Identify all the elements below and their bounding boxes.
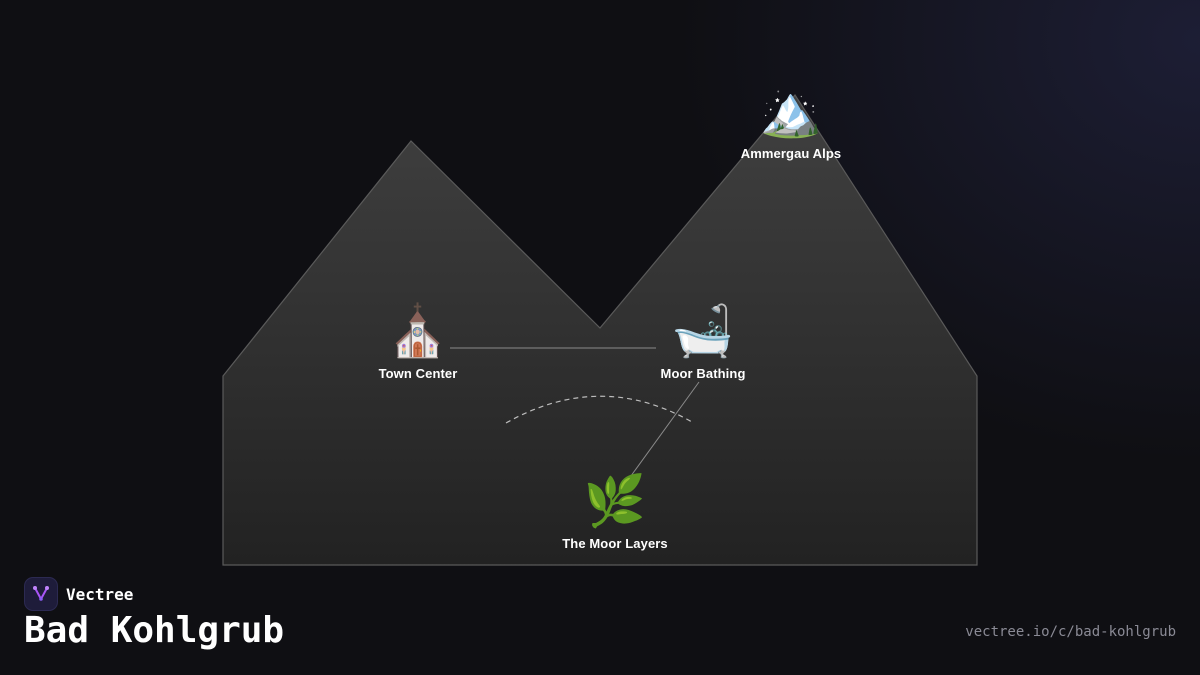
brand-name: Vectree	[66, 584, 134, 604]
vectree-logo-icon	[24, 577, 58, 611]
node-moor-layers[interactable]: 🌿 The Moor Layers	[525, 472, 705, 551]
edge-bath-layers	[627, 381, 700, 481]
node-label: Moor Bathing	[660, 366, 746, 381]
mountain-silhouette	[222, 93, 978, 566]
node-label: The Moor Layers	[562, 536, 668, 551]
node-label: Ammergau Alps	[740, 146, 842, 161]
node-ammergau-alps[interactable]: 🏔️ Ammergau Alps	[701, 82, 881, 161]
church-icon: ⛪	[386, 302, 450, 360]
node-label: Town Center	[378, 366, 458, 381]
node-town-center[interactable]: ⛪ Town Center	[328, 302, 508, 381]
page-url[interactable]: vectree.io/c/bad-kohlgrub	[965, 624, 1176, 640]
herb-icon: 🌿	[583, 472, 647, 530]
node-moor-bathing[interactable]: 🛁 Moor Bathing	[613, 302, 793, 381]
brand: Vectree	[24, 577, 133, 611]
page-title: Bad Kohlgrub	[24, 610, 285, 651]
bathtub-icon: 🛁	[671, 302, 735, 360]
mountain-icon: 🏔️	[759, 82, 823, 140]
